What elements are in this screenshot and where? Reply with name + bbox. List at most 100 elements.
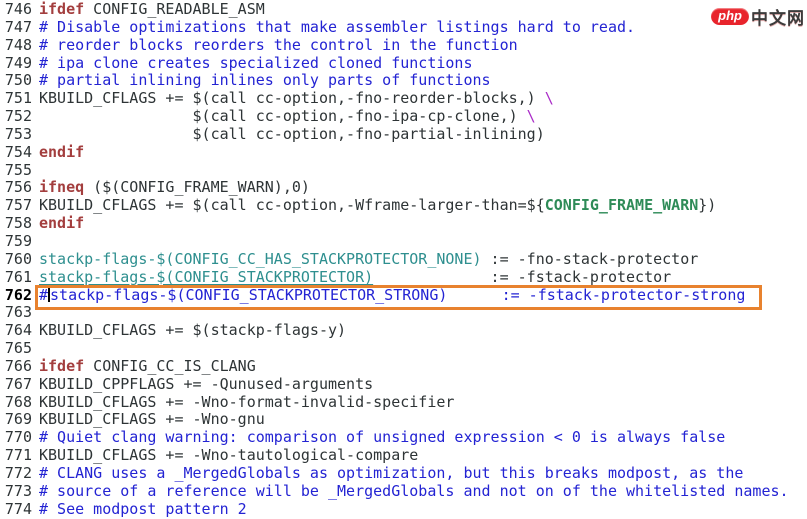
- code-text: # partial inlining inlines only parts of…: [39, 71, 491, 90]
- logo-site-name: 中文网: [751, 9, 805, 28]
- code-segment: # ipa clone creates specialized cloned f…: [39, 53, 473, 72]
- line-number: 768: [4, 392, 32, 411]
- code-text: # Quiet clang warning: comparison of uns…: [39, 428, 726, 447]
- code-segment: := -fstack-protector: [373, 267, 672, 286]
- code-text: # See modpost pattern 2: [39, 499, 247, 519]
- line-number: 772: [4, 463, 32, 482]
- line-number: 770: [4, 428, 32, 447]
- code-line-773[interactable]: 773# source of a reference will be _Merg…: [0, 481, 807, 501]
- line-number: 763: [4, 303, 32, 322]
- code-line-751[interactable]: 751 KBUILD_CFLAGS += $(call cc-option,-fn…: [0, 89, 807, 108]
- code-line-768[interactable]: 768 KBUILD_CFLAGS += -Wno-format-invalid-…: [0, 392, 807, 412]
- code-segment: #: [39, 285, 49, 304]
- code-segment: \: [544, 89, 554, 108]
- code-text: KBUILD_CPPFLAGS += -Qunused-arguments: [39, 374, 374, 394]
- code-line-767[interactable]: 767 KBUILD_CPPFLAGS += -Qunused-arguments: [0, 374, 807, 394]
- code-text: KBUILD_CFLAGS += -Wno-format-invalid-spe…: [39, 393, 454, 412]
- line-number: 752: [4, 107, 32, 126]
- code-segment: }): [698, 196, 717, 215]
- code-text: KBUILD_CFLAGS += -Wno-gnu: [39, 410, 265, 429]
- code-segment: $(call cc-option,-fno-partial-inlining): [39, 124, 545, 143]
- code-line-762[interactable]: 762 #stackp-flags-$(CONFIG_STACKPROTECTOR…: [0, 285, 807, 305]
- code-line-774[interactable]: 774 # See modpost pattern 2: [0, 499, 807, 519]
- code-segment: stackp-flags-$(CONFIG_STACKPROTECTOR): [39, 267, 374, 286]
- code-segment: endif: [39, 142, 85, 161]
- code-segment: # reorder blocks reorders the control in…: [39, 35, 518, 54]
- code-text: stackp-flags-$(CONFIG_STACKPROTECTOR) :=…: [39, 267, 672, 287]
- code-text: $(call cc-option,-fno-ipa-cp-clone,) \: [39, 107, 536, 126]
- code-line-755[interactable]: 755: [0, 160, 807, 180]
- code-line-771[interactable]: 771 KBUILD_CFLAGS += -Wno-tautological-co…: [0, 446, 807, 465]
- code-line-761[interactable]: 761 stackp-flags-$(CONFIG_STACKPROTECTOR)…: [0, 267, 807, 287]
- text-cursor: [48, 286, 51, 302]
- line-number: 767: [4, 374, 32, 393]
- code-text: ifdef CONFIG_READABLE_ASM: [39, 0, 265, 19]
- code-segment: stackp-flags-$(CONFIG_STACKPROTECTOR_STR…: [50, 285, 746, 304]
- code-line-759[interactable]: 759: [0, 231, 807, 251]
- line-number: 762: [4, 285, 32, 304]
- code-text: KBUILD_CFLAGS += $(call cc-option,-Wfram…: [39, 196, 717, 215]
- code-text: # ipa clone creates specialized cloned f…: [39, 53, 473, 73]
- code-segment: KBUILD_CFLAGS += $(call cc-option,-fno-r…: [39, 89, 545, 108]
- code-line-749[interactable]: 749# ipa clone creates specialized clone…: [0, 53, 807, 73]
- code-segment: ifdef: [39, 0, 85, 18]
- code-text: $(call cc-option,-fno-partial-inlining): [39, 124, 545, 144]
- code-segment: CONFIG_READABLE_ASM: [84, 0, 265, 18]
- code-segment: \: [526, 107, 536, 126]
- code-segment: KBUILD_CFLAGS += $(call cc-option,-Wfram…: [39, 196, 545, 215]
- line-number: 751: [4, 89, 32, 108]
- code-segment: KBUILD_CFLAGS += $(stackp-flags-y): [39, 321, 347, 340]
- code-segment: # CLANG uses a _MergedGlobals as optimiz…: [39, 463, 744, 482]
- code-text: #stackp-flags-$(CONFIG_STACKPROTECTOR_ST…: [39, 285, 746, 305]
- code-segment: $(call cc-option,-fno-ipa-cp-clone,): [39, 107, 527, 126]
- line-number: 760: [4, 249, 32, 268]
- line-number: 754: [4, 142, 32, 161]
- code-line-772[interactable]: 772 # CLANG uses a _MergedGlobals as opti…: [0, 463, 807, 483]
- php-chinese-logo: php 中文网: [711, 4, 805, 29]
- code-line-754[interactable]: 754 endif: [0, 142, 807, 162]
- line-number: 771: [4, 446, 32, 465]
- code-line-752[interactable]: 752 $(call cc-option,-fno-ipa-cp-clone,)…: [0, 107, 807, 126]
- code-line-753[interactable]: 753 $(call cc-option,-fno-partial-inlini…: [0, 124, 807, 144]
- code-line-747[interactable]: 747# Disable optimizations that make ass…: [0, 18, 807, 37]
- code-text: ifdef CONFIG_CC_IS_CLANG: [39, 357, 256, 376]
- line-number: 769: [4, 410, 32, 429]
- line-number: 774: [4, 499, 32, 518]
- code-segment: # See modpost pattern 2: [39, 499, 247, 518]
- code-text: endif: [39, 214, 85, 233]
- code-segment: # Quiet clang warning: comparison of uns…: [39, 428, 726, 447]
- code-segment: KBUILD_CFLAGS += -Wno-gnu: [39, 410, 265, 429]
- code-text: # reorder blocks reorders the control in…: [39, 35, 518, 55]
- code-line-750[interactable]: 750# partial inlining inlines only parts…: [0, 71, 807, 90]
- code-segment: endif: [39, 214, 85, 233]
- code-text: ifneq ($(CONFIG_FRAME_WARN),0): [39, 179, 310, 197]
- line-number: 755: [4, 160, 32, 179]
- code-line-770[interactable]: 770 # Quiet clang warning: comparison of …: [0, 428, 807, 447]
- code-segment: := -fno-stack-protector: [481, 249, 699, 268]
- line-number: 748: [4, 35, 32, 54]
- code-segment: CONFIG_FRAME_WARN: [544, 196, 699, 215]
- code-text: # source of a reference will be _MergedG…: [39, 481, 789, 501]
- code-segment: # partial inlining inlines only parts of…: [39, 71, 491, 90]
- line-number: 761: [4, 267, 32, 286]
- code-line-765[interactable]: 765: [0, 339, 807, 358]
- code-text: KBUILD_CFLAGS += -Wno-tautological-compa…: [39, 446, 418, 465]
- code-text: # CLANG uses a _MergedGlobals as optimiz…: [39, 463, 744, 483]
- code-segment: KBUILD_CPPFLAGS += -Qunused-arguments: [39, 374, 374, 393]
- code-line-748[interactable]: 748 # reorder blocks reorders the control…: [0, 35, 807, 55]
- code-line-769[interactable]: 769 KBUILD_CFLAGS += -Wno-gnu: [0, 410, 807, 429]
- php-logo-badge: php: [711, 8, 749, 25]
- code-segment: ($(CONFIG_FRAME_WARN),0): [84, 178, 310, 197]
- line-number: 759: [4, 231, 32, 250]
- code-line-763[interactable]: 763: [0, 303, 807, 322]
- code-segment: # source of a reference will be _MergedG…: [39, 481, 789, 500]
